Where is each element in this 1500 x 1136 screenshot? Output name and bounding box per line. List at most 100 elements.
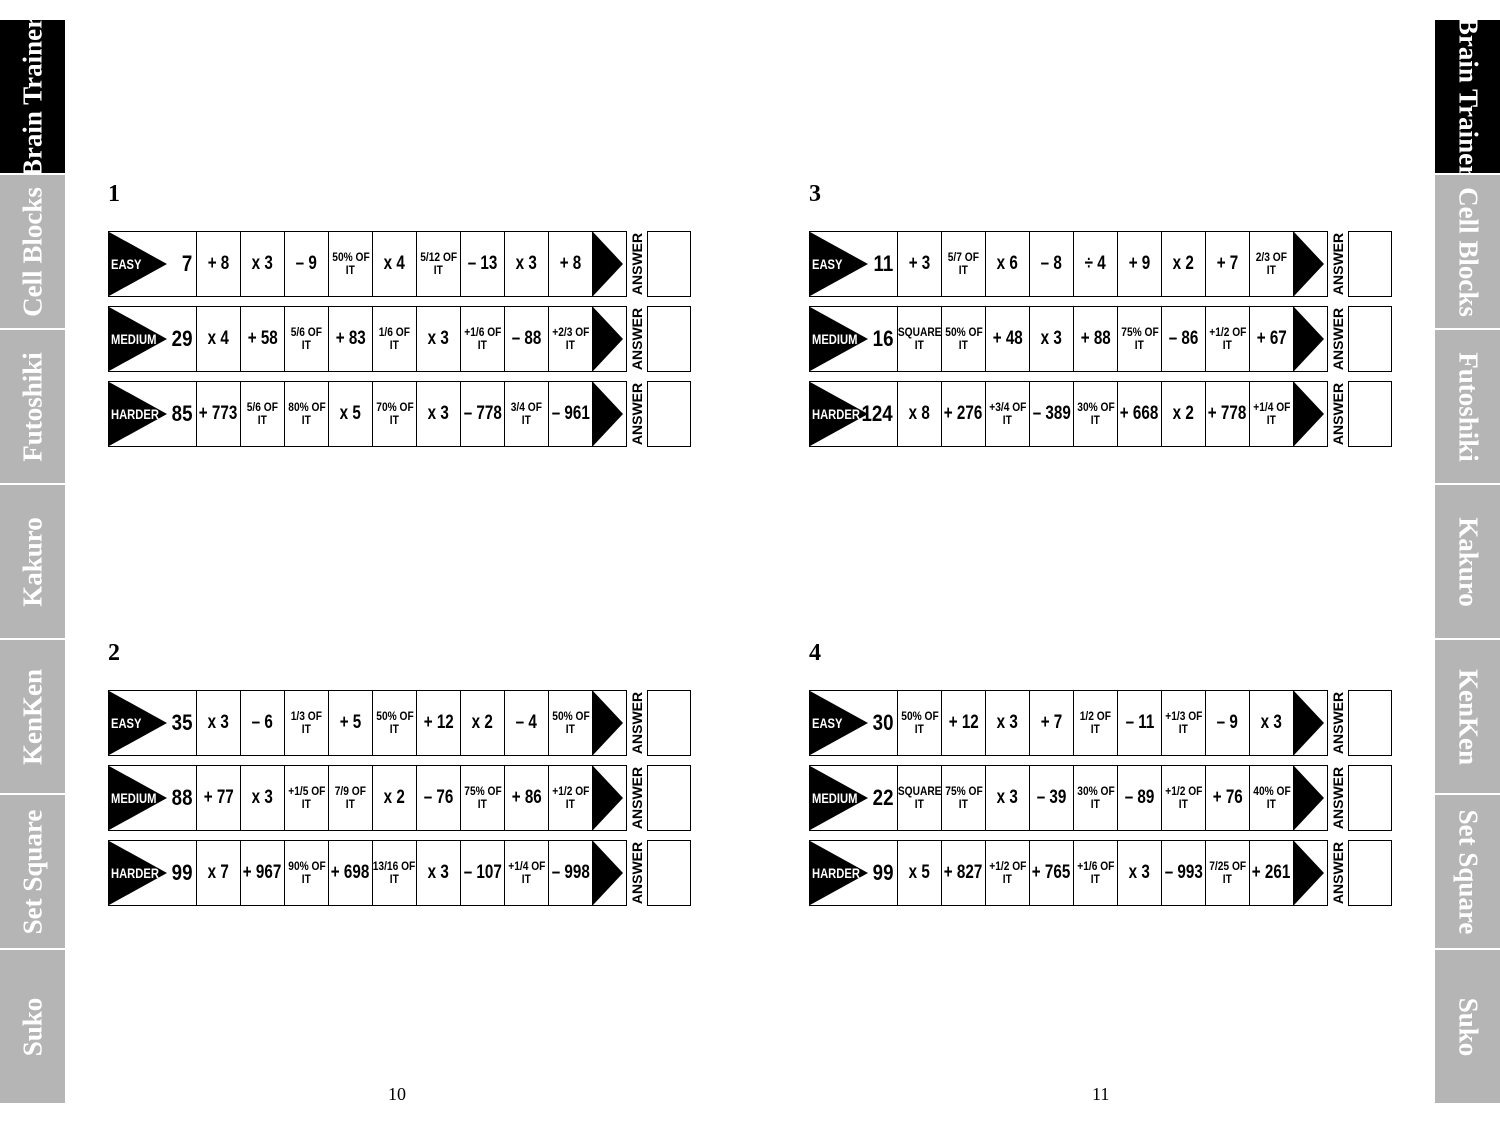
operation-cell: + 58 [241, 307, 285, 371]
op-suffix: IT [389, 338, 400, 352]
tab-brain-trainer[interactable]: Brain Trainer [1435, 16, 1500, 177]
op-text: – 389 [1032, 403, 1071, 424]
answer-label-text: ANSWER [629, 232, 645, 296]
answer-label: ANSWER [1328, 765, 1348, 831]
start-arrow-icon [109, 307, 167, 371]
op-text: + 698 [331, 862, 370, 883]
op-text: – 39 [1036, 787, 1067, 808]
operation-cell: x 2 [373, 766, 417, 830]
answer-box[interactable] [647, 381, 691, 447]
answer-label-text: ANSWER [629, 841, 645, 905]
op-suffix: IT [1002, 413, 1013, 427]
operation-cell: x 3 [1030, 307, 1074, 371]
op-amount: 5/6 OF [290, 325, 323, 339]
tab-kakuro[interactable]: Kakuro [0, 485, 65, 640]
tab-cell-blocks[interactable]: Cell Blocks [0, 175, 65, 330]
op-amount: 75% OF [463, 784, 502, 798]
op-suffix: IT [1178, 722, 1189, 736]
tab-futoshiki[interactable]: Futoshiki [0, 330, 65, 485]
operation-cell: + 7 [1206, 232, 1250, 296]
level-label: HARDER [812, 865, 860, 881]
tab-label: Futoshiki [1453, 351, 1483, 462]
answer-box[interactable] [1348, 690, 1392, 756]
tab-brain-trainer[interactable]: Brain Trainer [0, 16, 65, 177]
op-text: – 11 [1125, 712, 1154, 733]
answer-box[interactable] [647, 840, 691, 906]
op-suffix: IT [914, 797, 925, 811]
start-arrow-icon [109, 232, 167, 296]
op-text: + 773 [199, 403, 238, 424]
tab-label: Futoshiki [17, 351, 47, 462]
op-suffix: IT [1222, 338, 1233, 352]
tab-cell-blocks[interactable]: Cell Blocks [1435, 175, 1500, 330]
answer-box[interactable] [1348, 840, 1392, 906]
end-arrow-icon [1294, 232, 1327, 296]
tab-label: Cell Blocks [17, 186, 47, 317]
op-amount: +1/4 OF [507, 859, 546, 873]
operation-cell: + 261 [1250, 841, 1294, 905]
start-arrow-icon [810, 382, 868, 446]
start-arrow-icon [109, 691, 167, 755]
start-number: 11 [873, 251, 893, 276]
answer-box[interactable] [647, 231, 691, 297]
op-suffix: IT [477, 797, 488, 811]
start-number: 85 [171, 401, 192, 426]
tab-set-square[interactable]: Set Square [0, 795, 65, 950]
answer-box[interactable] [1348, 306, 1392, 372]
answer-box[interactable] [1348, 231, 1392, 297]
op-suffix: IT [521, 872, 532, 886]
answer-label: ANSWER [627, 690, 647, 756]
answer-label: ANSWER [1328, 381, 1348, 447]
op-suffix: IT [301, 722, 312, 736]
answer-box[interactable] [1348, 381, 1392, 447]
tab-set-square[interactable]: Set Square [1435, 795, 1500, 950]
op-suffix: IT [521, 413, 532, 427]
op-text: – 778 [463, 403, 502, 424]
op-text: + 827 [944, 862, 983, 883]
tab-kakuro[interactable]: Kakuro [1435, 485, 1500, 640]
answer-box[interactable] [1348, 765, 1392, 831]
level-label: MEDIUM [812, 331, 858, 347]
op-amount: +1/4 OF [1252, 400, 1291, 414]
operation-cell: x 2 [1162, 382, 1206, 446]
op-text: + 83 [335, 328, 366, 349]
operation-cell: x 3 [986, 766, 1030, 830]
operation-cell: – 76 [417, 766, 461, 830]
level-label: HARDER [111, 406, 159, 422]
operation-cell: x 2 [1162, 232, 1206, 296]
tab-suko[interactable]: Suko [0, 950, 65, 1105]
answer-box[interactable] [647, 690, 691, 756]
operation-cell: – 998 [549, 841, 593, 905]
tab-suko[interactable]: Suko [1435, 950, 1500, 1105]
answer-box[interactable] [647, 765, 691, 831]
op-text: x 5 [908, 862, 931, 883]
start-number: 99 [872, 860, 893, 885]
op-amount: 50% OF [331, 250, 370, 264]
level-label: HARDER [111, 865, 159, 881]
operation-cell: + 3 [898, 232, 942, 296]
operation-cell: x 3 [1118, 841, 1162, 905]
tab-kenken[interactable]: KenKen [0, 640, 65, 795]
answer-label-text: ANSWER [629, 766, 645, 830]
op-amount: +1/2 OF [988, 859, 1027, 873]
answer-box[interactable] [647, 306, 691, 372]
tab-futoshiki[interactable]: Futoshiki [1435, 330, 1500, 485]
tab-kenken[interactable]: KenKen [1435, 640, 1500, 795]
op-text: x 6 [996, 253, 1019, 274]
operation-cell: + 7 [1030, 691, 1074, 755]
op-text: x 8 [908, 403, 931, 424]
